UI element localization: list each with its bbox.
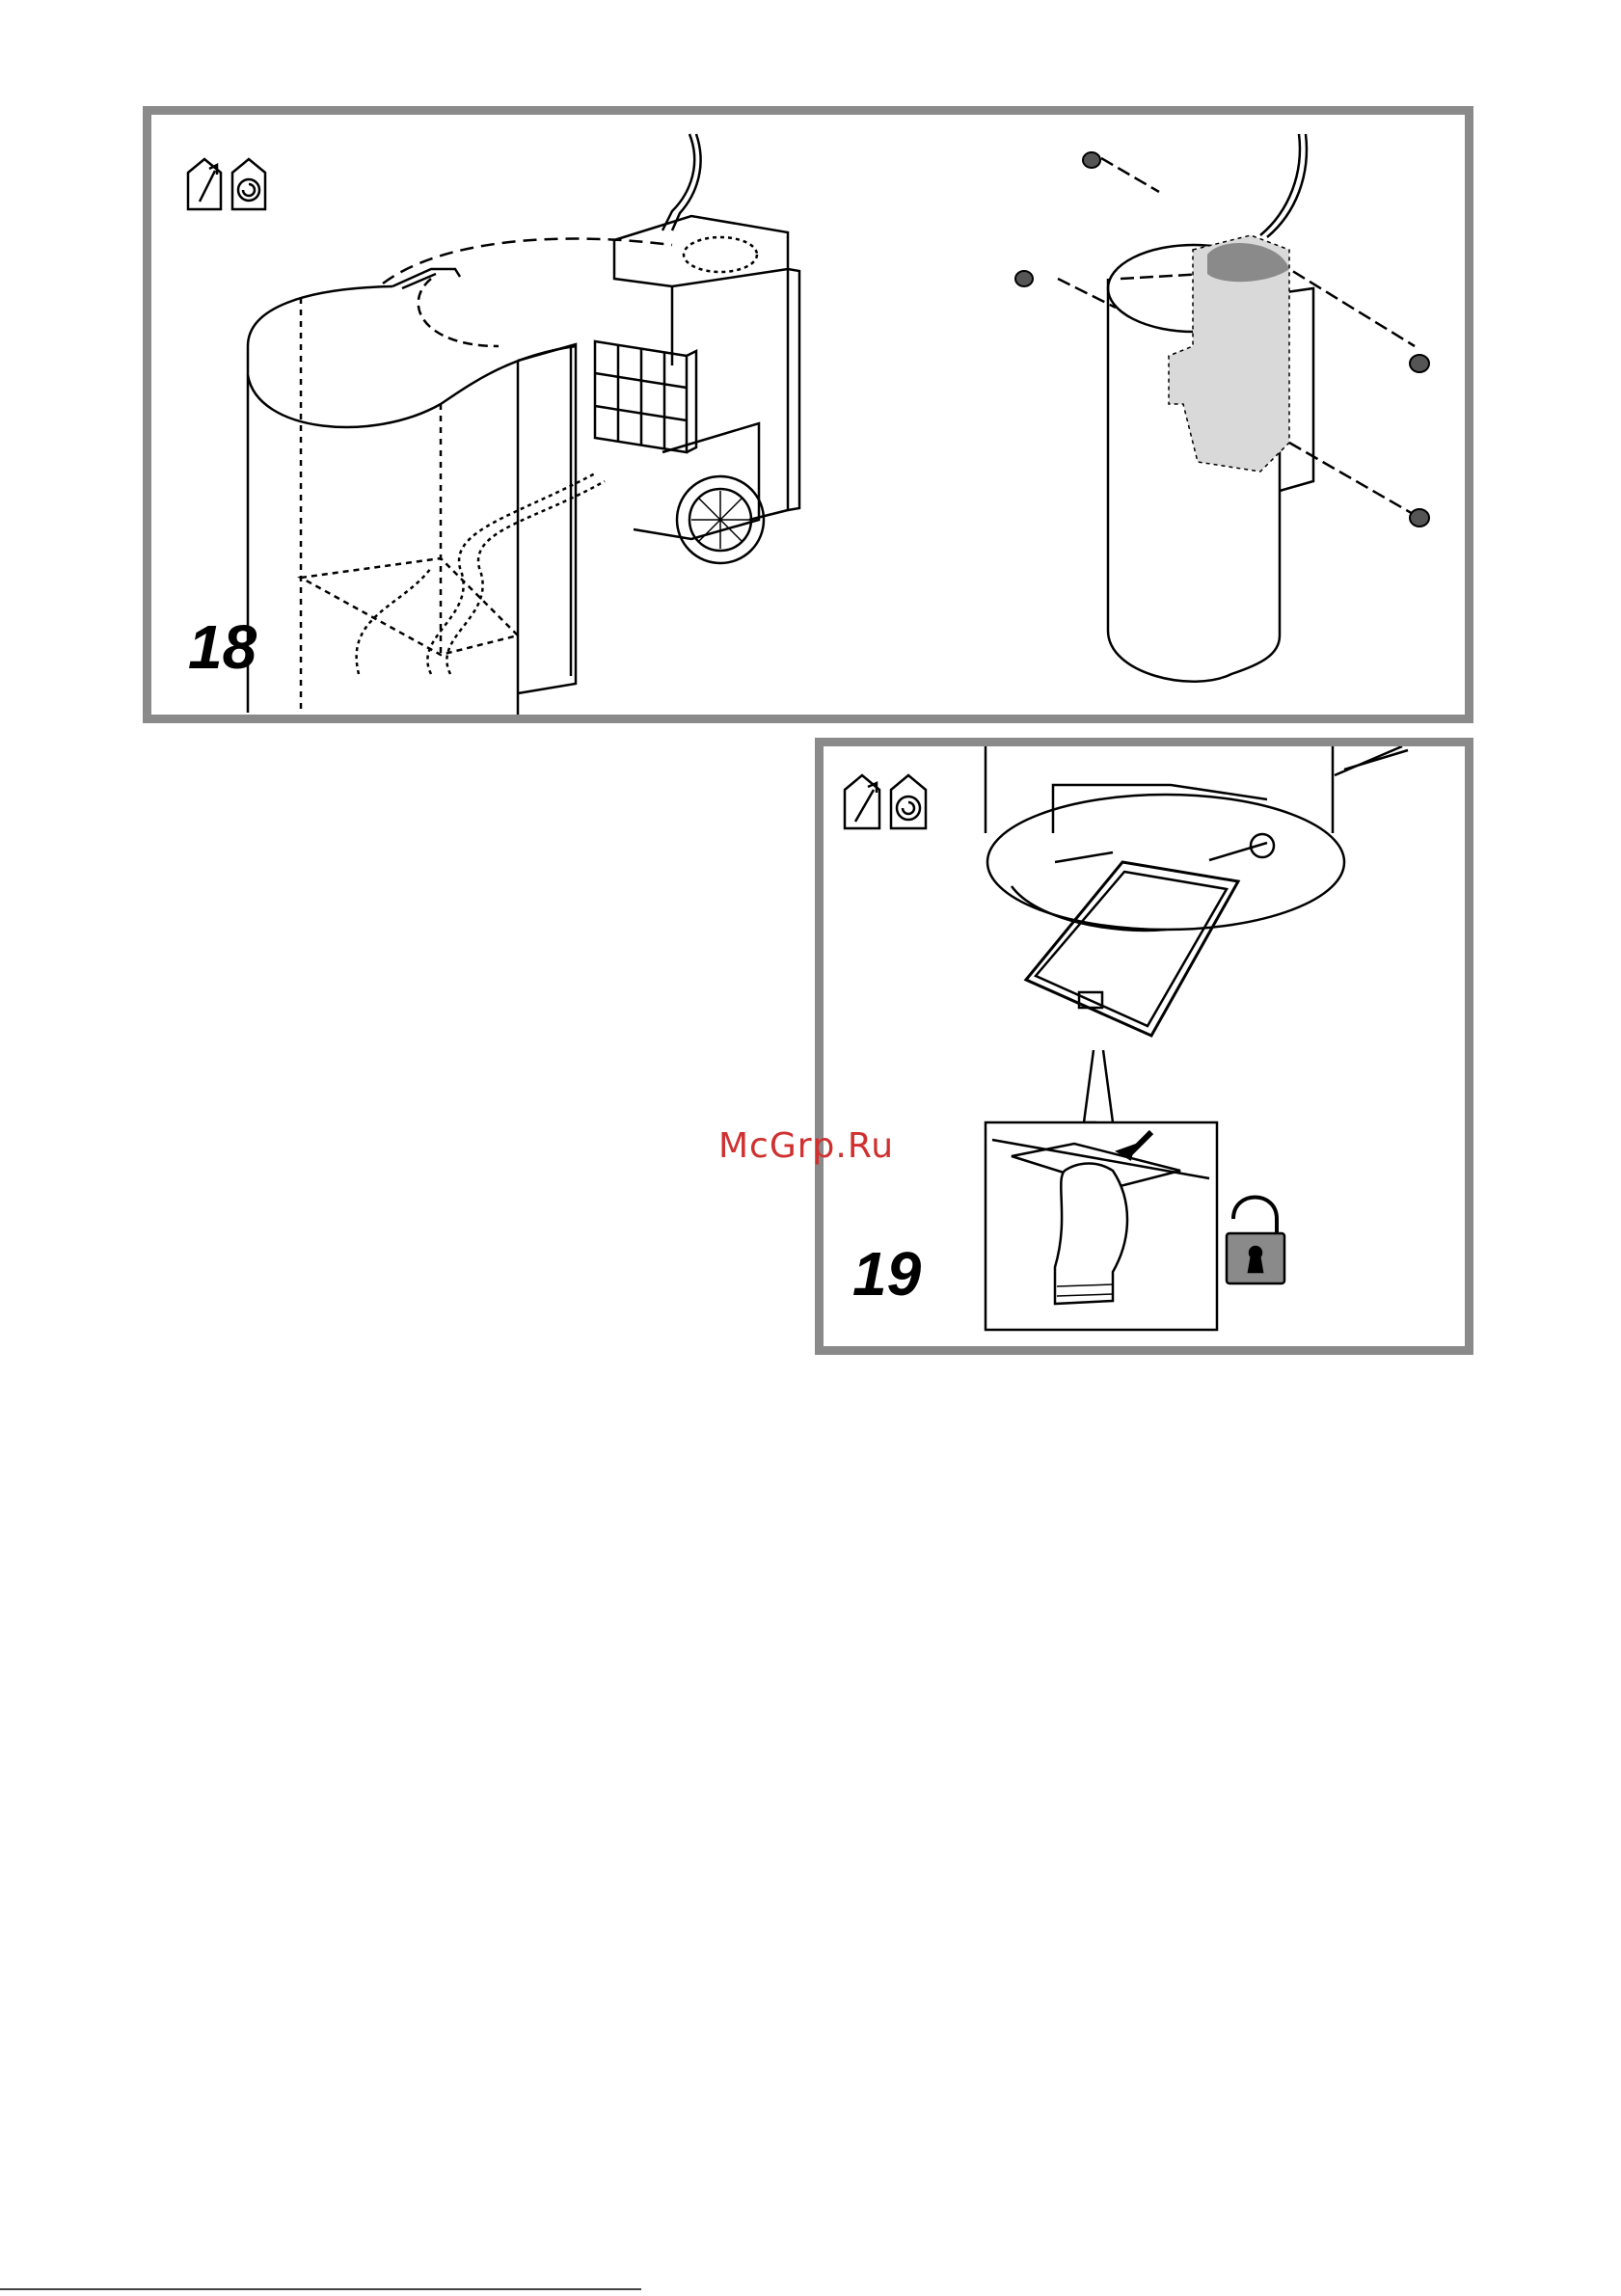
recirculation-mode-icon [891, 775, 926, 828]
blower-fan [634, 423, 764, 563]
ducting-mode-icon [188, 159, 221, 209]
hood-chimney-open [248, 269, 605, 715]
motor-housing [614, 134, 799, 520]
step-number: 19 [852, 1243, 921, 1305]
grease-filter [595, 341, 696, 452]
footer-rule [0, 2288, 641, 2290]
motor-unit-shadow [1169, 235, 1289, 472]
ducting-mode-icon [845, 775, 879, 828]
detail-callout [986, 1122, 1217, 1330]
step-19-panel: 19 [815, 738, 1473, 1355]
hood-base [986, 746, 1408, 931]
step-number: 18 [188, 616, 257, 678]
watermark: McGrp.Ru [718, 1126, 894, 1166]
step-18-illustration [151, 115, 1465, 715]
grease-filter-open [1026, 862, 1238, 1036]
step-18-panel: 18 [143, 106, 1473, 723]
recirculation-mode-icon [232, 159, 265, 209]
unlock-icon [1227, 1198, 1284, 1284]
